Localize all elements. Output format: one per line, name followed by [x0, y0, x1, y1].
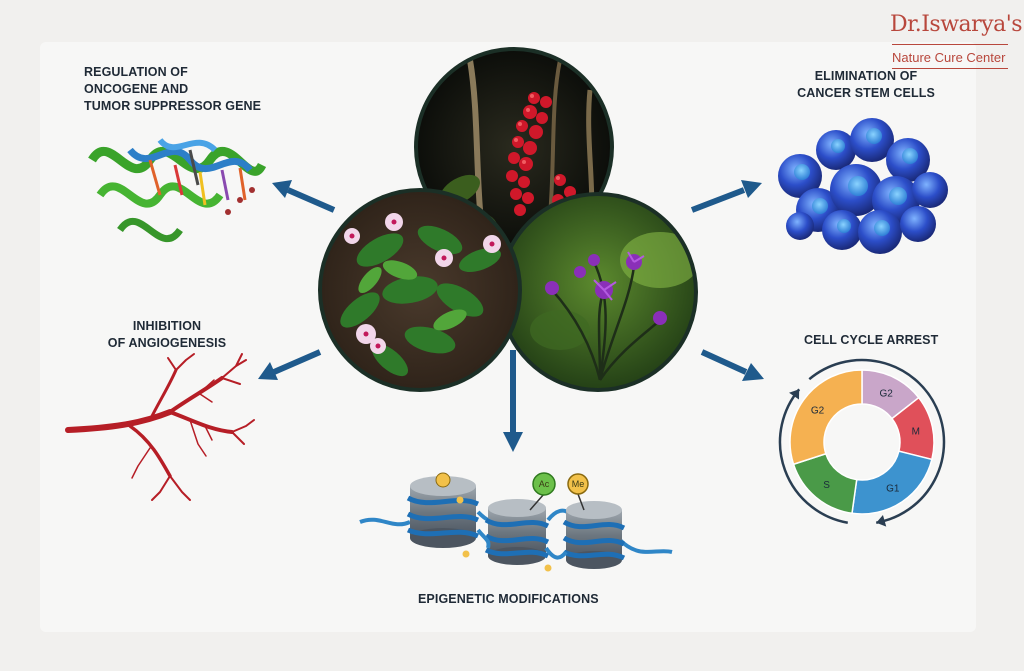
cell-cycle-arrowhead — [876, 515, 887, 527]
cell-cycle-phase-label: G2 — [811, 406, 825, 417]
cell-cycle-arrow — [778, 388, 848, 524]
brand-subtitle: Nature Cure Center — [892, 50, 1006, 65]
logo-divider — [892, 44, 1008, 45]
cell-cycle-phase-label: G1 — [886, 484, 900, 495]
cell-cycle-phase-label: M — [912, 427, 920, 438]
label-line: TUMOR SUPPRESSOR GENE — [84, 99, 262, 113]
label-line: CANCER STEM CELLS — [797, 86, 935, 100]
plant-periwinkle-image — [318, 188, 522, 392]
epigenetic-mark — [456, 496, 464, 504]
cell-cycle-icon: G2M G1 S G2 — [778, 358, 946, 527]
cell-cycle-phase-label: S — [823, 480, 830, 491]
epigenetic-mark — [544, 564, 552, 572]
methyl-mark-label: Me — [572, 479, 585, 489]
label-line: CELL CYCLE ARREST — [804, 333, 939, 347]
blood-vessel-icon — [65, 353, 255, 501]
arrow-to-epigenetic — [503, 350, 523, 452]
stem-cells-icon — [778, 118, 948, 254]
logo-divider — [892, 68, 1008, 69]
epigenetic-mark — [462, 550, 470, 558]
cell-cycle-arrowhead — [789, 389, 800, 400]
nucleosome — [484, 499, 550, 565]
epigenetic-mark — [435, 472, 451, 488]
label-line: ONCOGENE AND — [84, 82, 189, 96]
label-cell-cycle: CELL CYCLE ARREST — [804, 332, 938, 349]
dna-icon — [88, 137, 267, 242]
acetyl-mark — [532, 472, 556, 496]
cell-cycle-phase-label: G2 — [879, 389, 893, 400]
label-line: REGULATION OF — [84, 65, 188, 79]
plant-purple-flowers-image — [498, 192, 698, 392]
cell-cycle-arrow — [808, 358, 946, 524]
label-angiogenesis: INHIBITION OF ANGIOGENESIS — [104, 318, 230, 352]
label-line: EPIGENETIC MODIFICATIONS — [418, 592, 599, 606]
label-line: OF ANGIOGENESIS — [107, 336, 227, 350]
label-line: INHIBITION — [132, 319, 202, 333]
arrow-to-elimination — [690, 180, 762, 213]
nucleosome — [562, 501, 626, 569]
cell-cycle-phase-4 — [789, 369, 863, 466]
label-epigenetic: EPIGENETIC MODIFICATIONS — [418, 591, 599, 608]
label-elimination: ELIMINATION OF CANCER STEM CELLS — [778, 68, 954, 102]
chromatin-icon: Ac Me — [359, 472, 673, 572]
methyl-mark — [567, 473, 589, 495]
acetyl-mark-label: Ac — [539, 479, 550, 489]
brand-name: Dr.Iswarya's — [890, 12, 1023, 37]
arrow-to-angiogenesis — [258, 349, 322, 380]
brand-logo[interactable]: Dr.Iswarya's Nature Cure Center — [880, 6, 1023, 76]
arrow-to-regulation — [272, 180, 336, 213]
arrow-to-cell-cycle — [700, 349, 764, 381]
cell-cycle-phase-2 — [851, 450, 933, 515]
arrows — [258, 180, 764, 452]
label-regulation: REGULATION OF ONCOGENE AND TUMOR SUPPRES… — [84, 64, 261, 115]
periwinkle-flowers — [344, 213, 501, 354]
label-line: ELIMINATION OF — [814, 69, 918, 83]
